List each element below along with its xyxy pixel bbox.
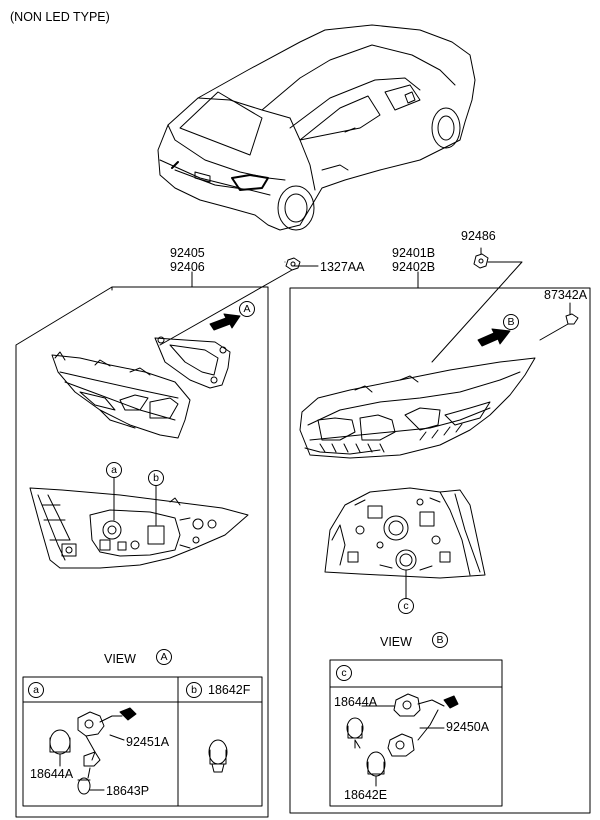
left-lamp-bracket: [154, 336, 231, 389]
view-a-caption-letter: A: [156, 649, 172, 665]
right-view-b-drawing: [324, 487, 486, 579]
part-number-92401b: 92401B: [392, 246, 436, 260]
view-a-caption: VIEW: [104, 652, 136, 666]
part-number-1327aa: 1327AA: [320, 260, 365, 274]
part-number-18644a-left: 18644A: [30, 767, 74, 781]
part-number-92406: 92406: [170, 260, 205, 274]
detail-b-box: [177, 676, 263, 807]
detail-b-drawing: [208, 739, 228, 773]
left-lamp-body: [51, 351, 191, 439]
part-number-18644a-right: 18644A: [334, 695, 378, 709]
part-number-92402b: 92402B: [392, 260, 436, 274]
view-a-arrow: [209, 313, 241, 331]
right-assembly-frame: [289, 271, 591, 814]
part-number-92405: 92405: [170, 246, 205, 260]
detail-a-letter: a: [28, 682, 44, 698]
detail-c-letter: c: [336, 665, 352, 681]
part-number-92450a: 92450A: [446, 720, 490, 734]
part-number-18643p: 18643P: [106, 784, 150, 798]
part-number-18642e: 18642E: [344, 788, 388, 802]
car-illustration: [157, 24, 476, 231]
left-assembly-frame: [15, 261, 286, 818]
part-number-18642f: 18642F: [208, 683, 251, 697]
view-b-caption: VIEW: [380, 635, 412, 649]
callout-a: a: [106, 462, 122, 478]
callout-b: b: [148, 470, 164, 486]
left-nut-leader: [159, 257, 319, 346]
right-lamp-body: [299, 357, 536, 459]
part-number-92451a: 92451A: [126, 735, 170, 749]
view-b-caption-letter: B: [432, 632, 448, 648]
left-view-a-drawing: [29, 487, 249, 569]
callout-leaders-left: [113, 477, 157, 526]
detail-c-drawing: [346, 693, 459, 787]
part-number-92486: 92486: [461, 229, 496, 243]
view-a-marker: A: [239, 301, 255, 317]
detail-c-box: [329, 659, 503, 807]
right-nut-leader: [431, 247, 523, 363]
part-number-87342a: 87342A: [544, 288, 588, 302]
callout-c: c: [398, 598, 414, 614]
diagram-title: (NON LED TYPE): [10, 10, 110, 24]
view-b-arrow: [477, 328, 511, 347]
view-b-marker: B: [503, 314, 519, 330]
right-screw-leader: [539, 302, 579, 341]
detail-b-letter: b: [186, 682, 202, 698]
detail-a-drawing: [49, 707, 137, 795]
